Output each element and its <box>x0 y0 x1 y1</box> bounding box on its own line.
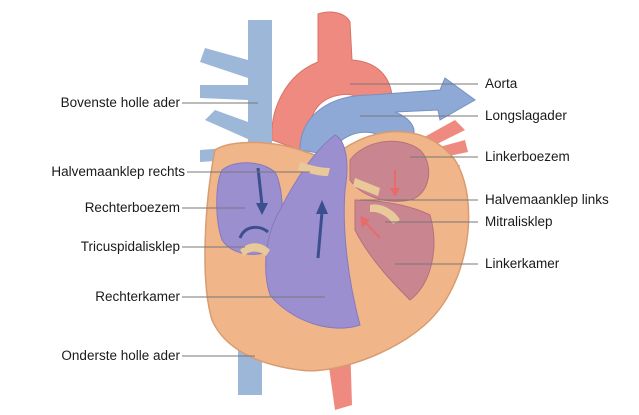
label-halvemaanklep-links: Halvemaanklep links <box>485 192 609 208</box>
label-mitralisklep: Mitralisklep <box>485 214 553 230</box>
label-bovenste-holle-ader: Bovenste holle ader <box>10 95 180 111</box>
label-tricuspidalisklep: Tricuspidalisklep <box>10 239 180 255</box>
svc-branch <box>200 48 248 100</box>
label-onderste-holle-ader: Onderste holle ader <box>10 348 180 364</box>
label-linkerboezem: Linkerboezem <box>485 149 570 165</box>
label-longslagader: Longslagader <box>485 108 567 124</box>
label-linkerkamer: Linkerkamer <box>485 256 559 272</box>
label-aorta: Aorta <box>485 76 517 92</box>
label-rechterkamer: Rechterkamer <box>10 289 180 305</box>
label-rechterboezem: Rechterboezem <box>10 200 180 216</box>
label-halvemaanklep-rechts: Halvemaanklep rechts <box>10 164 185 180</box>
